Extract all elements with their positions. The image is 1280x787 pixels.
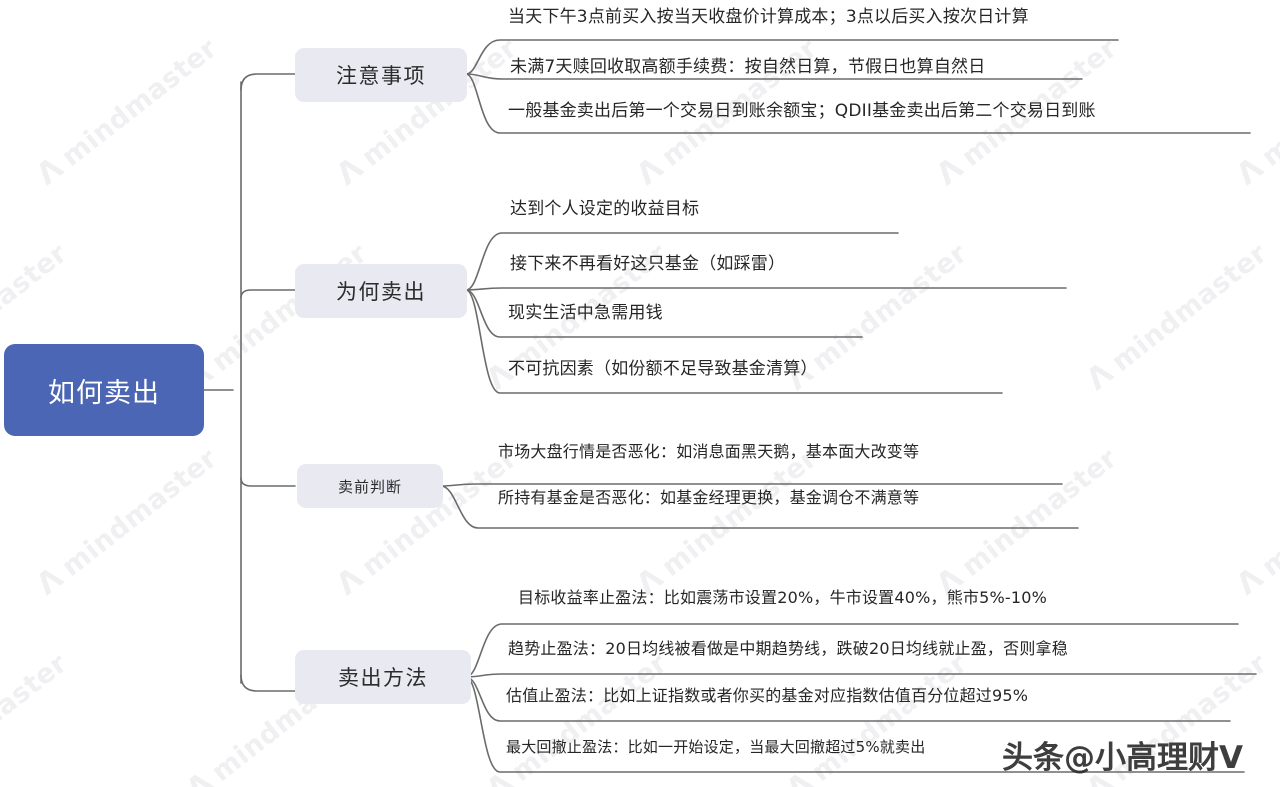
leaf-item[interactable]: 未满7天赎回收取高额手续费：按自然日算，节假日也算自然日 xyxy=(510,57,986,82)
leaf-label: 现实生活中急需用钱 xyxy=(508,303,663,323)
branch-node-label: 为何卖出 xyxy=(336,280,426,304)
leaf-label: 未满7天赎回收取高额手续费：按自然日算，节假日也算自然日 xyxy=(510,57,986,77)
leaf-item[interactable]: 估值止盈法：比如上证指数或者你买的基金对应指数估值百分位超过95% xyxy=(506,686,1029,709)
leaf-item[interactable]: 最大回撤止盈法：比如一开始设定，当最大回撤超过5%就卖出 xyxy=(506,738,926,760)
branch-node-notes[interactable]: 注意事项 xyxy=(295,48,467,102)
leaf-label: 最大回撤止盈法：比如一开始设定，当最大回撤超过5%就卖出 xyxy=(506,738,926,756)
author-watermark: 头条@小高理财V xyxy=(1002,732,1243,777)
leaf-item[interactable]: 所持有基金是否恶化：如基金经理更换，基金调仓不满意等 xyxy=(498,488,920,511)
leaf-label: 所持有基金是否恶化：如基金经理更换，基金调仓不满意等 xyxy=(498,488,920,507)
leaf-item[interactable]: 不可抗因素（如份额不足导致基金清算） xyxy=(508,359,818,384)
leaf-label: 接下来不再看好这只基金（如踩雷） xyxy=(510,254,786,274)
leaf-label: 当天下午3点前买入按当天收盘价计算成本；3点以后买入按次日计算 xyxy=(508,7,1029,27)
branch-node-label: 注意事项 xyxy=(336,64,426,88)
leaf-label: 目标收益率止盈法：比如震荡市设置20%，牛市设置40%，熊市5%-10% xyxy=(518,588,1048,607)
branch-node-sell-methods[interactable]: 卖出方法 xyxy=(295,650,471,704)
root-node[interactable]: 如何卖出 xyxy=(4,344,204,436)
leaf-item[interactable]: 接下来不再看好这只基金（如踩雷） xyxy=(510,254,786,279)
branch-node-pre-sell-judgement[interactable]: 卖前判断 xyxy=(297,464,443,508)
leaf-label: 趋势止盈法：20日均线被看做是中期趋势线，跌破20日均线就止盈，否则拿稳 xyxy=(508,639,1068,658)
leaf-item[interactable]: 趋势止盈法：20日均线被看做是中期趋势线，跌破20日均线就止盈，否则拿稳 xyxy=(508,639,1068,662)
leaf-label: 达到个人设定的收益目标 xyxy=(510,199,700,219)
leaf-label: 一般基金卖出后第一个交易日到账余额宝；QDII基金卖出后第二个交易日到账 xyxy=(508,101,1096,121)
leaf-label: 估值止盈法：比如上证指数或者你买的基金对应指数估值百分位超过95% xyxy=(506,686,1029,705)
branch-node-label: 卖前判断 xyxy=(337,477,402,496)
author-watermark-label: 头条@小高理财V xyxy=(1002,740,1243,776)
leaf-item[interactable]: 目标收益率止盈法：比如震荡市设置20%，牛市设置40%，熊市5%-10% xyxy=(518,588,1048,611)
leaf-label: 市场大盘行情是否恶化：如消息面黑天鹅，基本面大改变等 xyxy=(498,442,920,461)
leaf-item[interactable]: 市场大盘行情是否恶化：如消息面黑天鹅，基本面大改变等 xyxy=(498,442,920,465)
branch-node-label: 卖出方法 xyxy=(338,666,428,690)
leaf-item[interactable]: 一般基金卖出后第一个交易日到账余额宝；QDII基金卖出后第二个交易日到账 xyxy=(508,101,1096,126)
leaf-item[interactable]: 当天下午3点前买入按当天收盘价计算成本；3点以后买入按次日计算 xyxy=(508,7,1029,32)
leaf-label: 不可抗因素（如份额不足导致基金清算） xyxy=(508,359,818,379)
branch-node-why-sell[interactable]: 为何卖出 xyxy=(295,264,467,318)
root-node-label: 如何卖出 xyxy=(48,377,160,409)
leaf-item[interactable]: 达到个人设定的收益目标 xyxy=(510,199,700,224)
leaf-item[interactable]: 现实生活中急需用钱 xyxy=(508,303,663,328)
